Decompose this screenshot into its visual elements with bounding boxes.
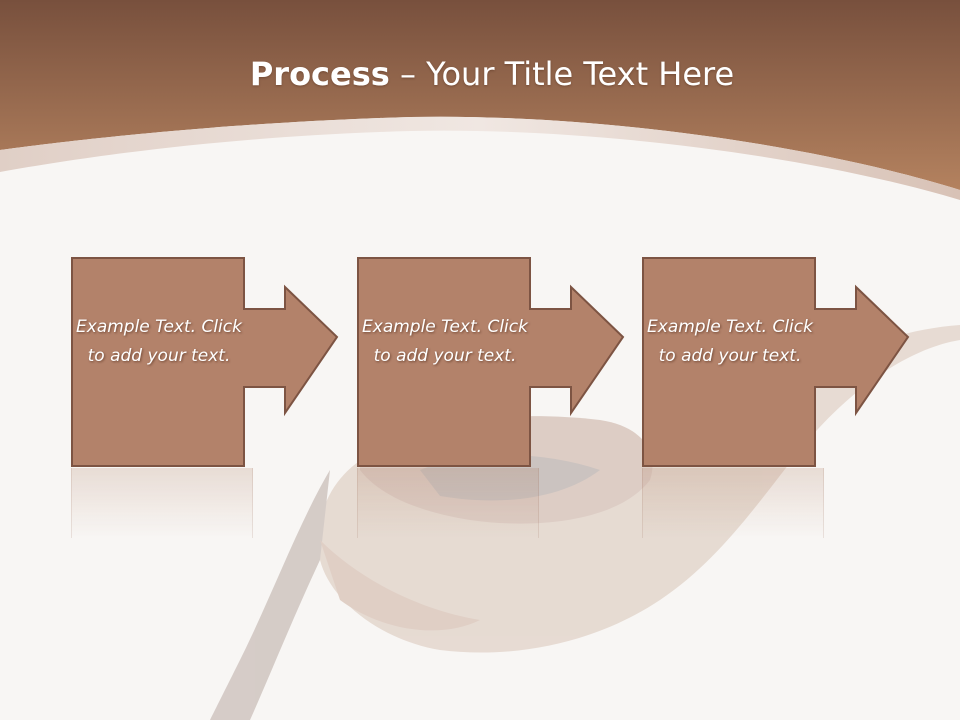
process-step-1[interactable]: Example Text. Click to add your text. [71, 257, 339, 467]
step-2-reflection [357, 468, 539, 538]
step-1-reflection [71, 468, 253, 538]
arrow-box-shape [71, 257, 339, 467]
arrow-box-shape [357, 257, 625, 467]
process-step-3[interactable]: Example Text. Click to add your text. [642, 257, 910, 467]
title-rest: – Your Title Text Here [389, 55, 735, 93]
slide-title[interactable]: Process – Your Title Text Here [0, 52, 960, 96]
step-1-text: Example Text. Click to add your text. [76, 317, 242, 366]
process-step-2[interactable]: Example Text. Click to add your text. [357, 257, 625, 467]
step-3-text: Example Text. Click to add your text. [647, 317, 813, 366]
arrow-box-shape [642, 257, 910, 467]
step-2-text: Example Text. Click to add your text. [362, 317, 528, 366]
step-3-reflection [642, 468, 824, 538]
title-bold: Process [249, 55, 390, 93]
